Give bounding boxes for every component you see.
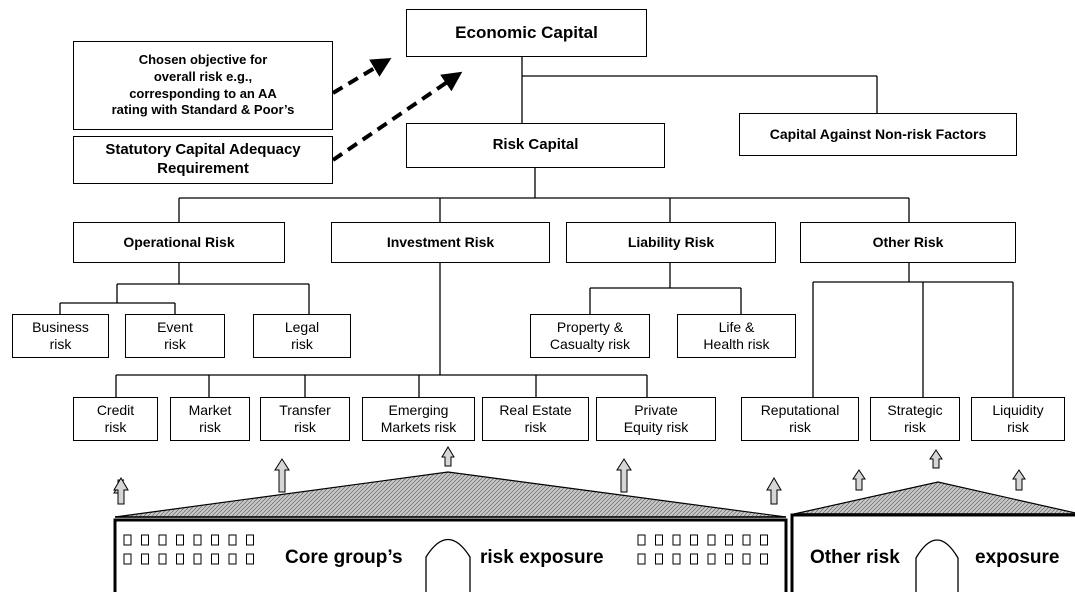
building-window	[228, 553, 237, 565]
investment-risk-box: Investment Risk	[331, 222, 550, 263]
building-window	[141, 553, 149, 565]
economic-capital-box: Economic Capital	[406, 9, 647, 57]
up-arrow-icons	[113, 446, 1026, 505]
building-window	[176, 534, 184, 546]
transfer-risk-box: Transfer risk	[260, 397, 350, 441]
building-window	[655, 534, 663, 546]
up-arrow-icon	[616, 458, 632, 493]
up-arrow-icon	[1012, 469, 1026, 491]
other-building	[790, 481, 1075, 592]
building-window	[725, 553, 733, 565]
business-risk-box: Business risk	[12, 314, 109, 358]
building-window	[141, 534, 149, 546]
reputational-risk-box: Reputational risk	[741, 397, 859, 441]
building-window	[211, 553, 219, 565]
private-equity-risk-box: Private Equity risk	[596, 397, 716, 441]
building-window	[655, 553, 663, 565]
building-window	[246, 534, 254, 546]
building-window	[725, 534, 733, 546]
building-window	[672, 553, 681, 565]
operational-risk-box: Operational Risk	[73, 222, 285, 263]
building-window	[707, 553, 716, 565]
credit-risk-box: Credit risk	[73, 397, 158, 441]
building-window	[637, 534, 646, 546]
risk-capital-box: Risk Capital	[406, 123, 665, 168]
building-window	[760, 534, 768, 546]
up-arrow-icon	[274, 458, 290, 493]
building-window	[193, 534, 202, 546]
objective-dashed-arrow	[331, 57, 392, 95]
strategic-risk-box: Strategic risk	[870, 397, 960, 441]
other-building-door	[915, 539, 959, 592]
building-window	[742, 534, 751, 546]
statutory-requirement-box: Statutory Capital Adequacy Requirement	[73, 136, 333, 184]
building-window	[637, 553, 646, 565]
building-window	[228, 534, 237, 546]
other-building-label-left: Other risk	[810, 547, 900, 568]
statutory-dashed-arrow	[331, 71, 463, 162]
life-health-risk-box: Life & Health risk	[677, 314, 796, 358]
objective-note-box: Chosen objective for overall risk e.g., …	[73, 41, 333, 130]
core-windows-right	[637, 534, 768, 565]
up-arrow-icon	[852, 469, 866, 491]
building-window	[158, 553, 167, 565]
core-windows-left	[123, 534, 254, 565]
core-building-label-right: risk exposure	[480, 547, 604, 568]
building-window	[246, 553, 254, 565]
up-arrow-icon	[766, 477, 782, 505]
liability-risk-box: Liability Risk	[566, 222, 776, 263]
building-window	[760, 553, 768, 565]
building-window	[211, 534, 219, 546]
market-risk-box: Market risk	[170, 397, 250, 441]
building-window	[672, 534, 681, 546]
building-window	[690, 553, 698, 565]
event-risk-box: Event risk	[125, 314, 225, 358]
building-window	[742, 553, 751, 565]
up-arrow-icon	[929, 449, 943, 469]
building-window	[707, 534, 716, 546]
building-window	[123, 534, 132, 546]
emerging-markets-risk-box: Emerging Markets risk	[362, 397, 475, 441]
up-arrow-icon	[113, 477, 129, 505]
non-risk-factors-box: Capital Against Non-risk Factors	[739, 113, 1017, 156]
building-window	[123, 553, 132, 565]
liquidity-risk-box: Liquidity risk	[971, 397, 1065, 441]
core-roof	[114, 471, 787, 518]
core-building-label-left: Core group’s	[285, 547, 403, 568]
other-roof	[793, 481, 1075, 515]
other-risk-box: Other Risk	[800, 222, 1016, 263]
other-building-label-right: exposure	[975, 547, 1060, 568]
legal-risk-box: Legal risk	[253, 314, 351, 358]
building-window	[158, 534, 167, 546]
property-casualty-risk-box: Property & Casualty risk	[530, 314, 650, 358]
core-building-door	[425, 539, 471, 592]
building-window	[176, 553, 184, 565]
building-window	[690, 534, 698, 546]
core-building	[113, 471, 788, 592]
building-window	[193, 553, 202, 565]
up-arrow-icon	[441, 446, 455, 467]
connector-lines	[59, 57, 1014, 397]
real-estate-risk-box: Real Estate risk	[482, 397, 589, 441]
dashed-arrows	[331, 57, 463, 162]
